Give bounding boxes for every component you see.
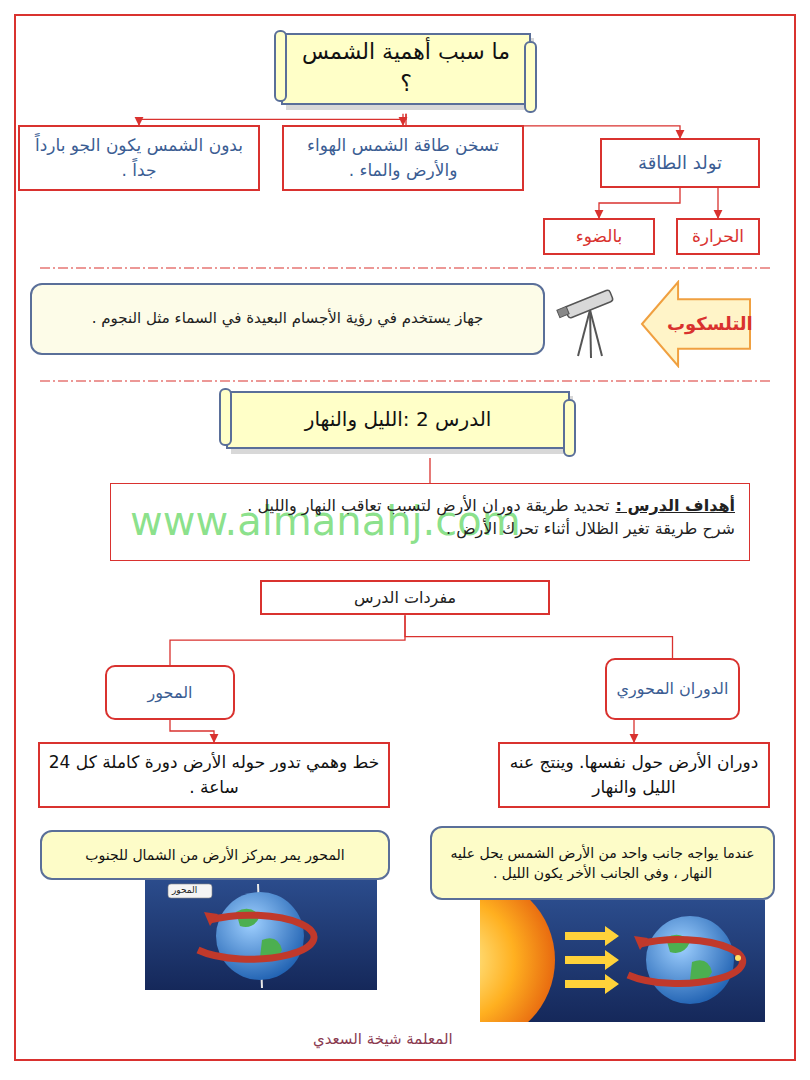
objectives-heading: أهداف الدرس : bbox=[616, 496, 735, 515]
earth-axis-picture bbox=[145, 880, 377, 990]
node-text: بدون الشمس يكون الجو بارداً جداً . bbox=[28, 133, 250, 182]
note-box: المحور يمر بمركز الأرض من الشمال للجنوب bbox=[40, 830, 390, 880]
node-text: الدرس 2 :الليل والنهار bbox=[305, 405, 492, 434]
definition-box: خط وهمي تدور حوله الأرض دورة كاملة كل 24… bbox=[38, 742, 390, 808]
connector bbox=[170, 615, 405, 665]
process-box: تولد الطاقة bbox=[600, 138, 760, 188]
connector bbox=[170, 720, 214, 742]
separator bbox=[40, 267, 770, 268]
process-box: الحرارة bbox=[676, 218, 760, 255]
connector bbox=[429, 458, 430, 483]
picture-label: المحور bbox=[172, 885, 197, 895]
node-text: دوران الأرض حول نفسها. وينتج عنه الليل و… bbox=[508, 750, 760, 799]
connector bbox=[599, 188, 680, 218]
separator bbox=[40, 380, 770, 381]
node-text: جهاز يستخدم في رؤية الأجسام البعيدة في ا… bbox=[92, 308, 484, 330]
node-text: خط وهمي تدور حوله الأرض دورة كاملة كل 24… bbox=[48, 750, 380, 799]
process-box: بدون الشمس يكون الجو بارداً جداً . bbox=[18, 125, 260, 191]
node-text: المحور bbox=[148, 681, 193, 704]
node-text: شرح طريقة تغير الظلال أثناء تحرك الأرض . bbox=[125, 517, 735, 540]
connector bbox=[405, 615, 673, 658]
node-text: الدوران المحوري bbox=[617, 677, 729, 700]
connector bbox=[633, 720, 634, 742]
objectives-box: أهداف الدرس : تحديد طريقة دوران الأرض لتس… bbox=[110, 483, 750, 561]
node-text: الحرارة bbox=[692, 224, 744, 249]
note-box: عندما يواجه جانب واحد من الأرض الشمس يحل… bbox=[430, 826, 775, 900]
term-box: الدوران المحوري bbox=[605, 658, 740, 720]
term-box: المحور bbox=[105, 665, 235, 720]
definition-box: جهاز يستخدم في رؤية الأجسام البعيدة في ا… bbox=[30, 283, 545, 355]
node-text: تولد الطاقة bbox=[638, 150, 722, 176]
author-credit: المعلمة شيخة السعدي bbox=[313, 1030, 453, 1048]
node-text: عندما يواجه جانب واحد من الأرض الشمس يحل… bbox=[440, 843, 765, 884]
process-box: تسخن طاقة الشمس الهواء والأرض والماء . bbox=[282, 125, 524, 191]
node-text: المحور يمر بمركز الأرض من الشمال للجنوب bbox=[85, 845, 344, 865]
node-text: تحديد طريقة دوران الأرض لتسبب تعاقب النه… bbox=[247, 496, 609, 515]
lesson-scroll: الدرس 2 :الليل والنهار bbox=[217, 388, 579, 458]
node-text: ما سبب أهمية الشمس ؟ bbox=[294, 36, 518, 100]
node-text: مفردات الدرس bbox=[354, 586, 456, 609]
node-text: التلسكوب bbox=[667, 311, 753, 337]
connector bbox=[139, 114, 406, 125]
node-text: تسخن طاقة الشمس الهواء والأرض والماء . bbox=[292, 133, 514, 182]
arrow-label: التلسكوب bbox=[640, 280, 752, 368]
connector bbox=[717, 188, 718, 218]
definition-box: دوران الأرض حول نفسها. وينتج عنه الليل و… bbox=[498, 742, 770, 808]
page-frame bbox=[15, 15, 795, 1060]
title-scroll: ما سبب أهمية الشمس ؟ bbox=[272, 30, 540, 114]
node-text: بالضوء bbox=[576, 224, 623, 249]
telescope-icon bbox=[557, 289, 614, 358]
heading-box: مفردات الدرس bbox=[260, 580, 550, 615]
process-box: بالضوء bbox=[543, 218, 655, 255]
sun-earth-picture bbox=[385, 875, 765, 1045]
